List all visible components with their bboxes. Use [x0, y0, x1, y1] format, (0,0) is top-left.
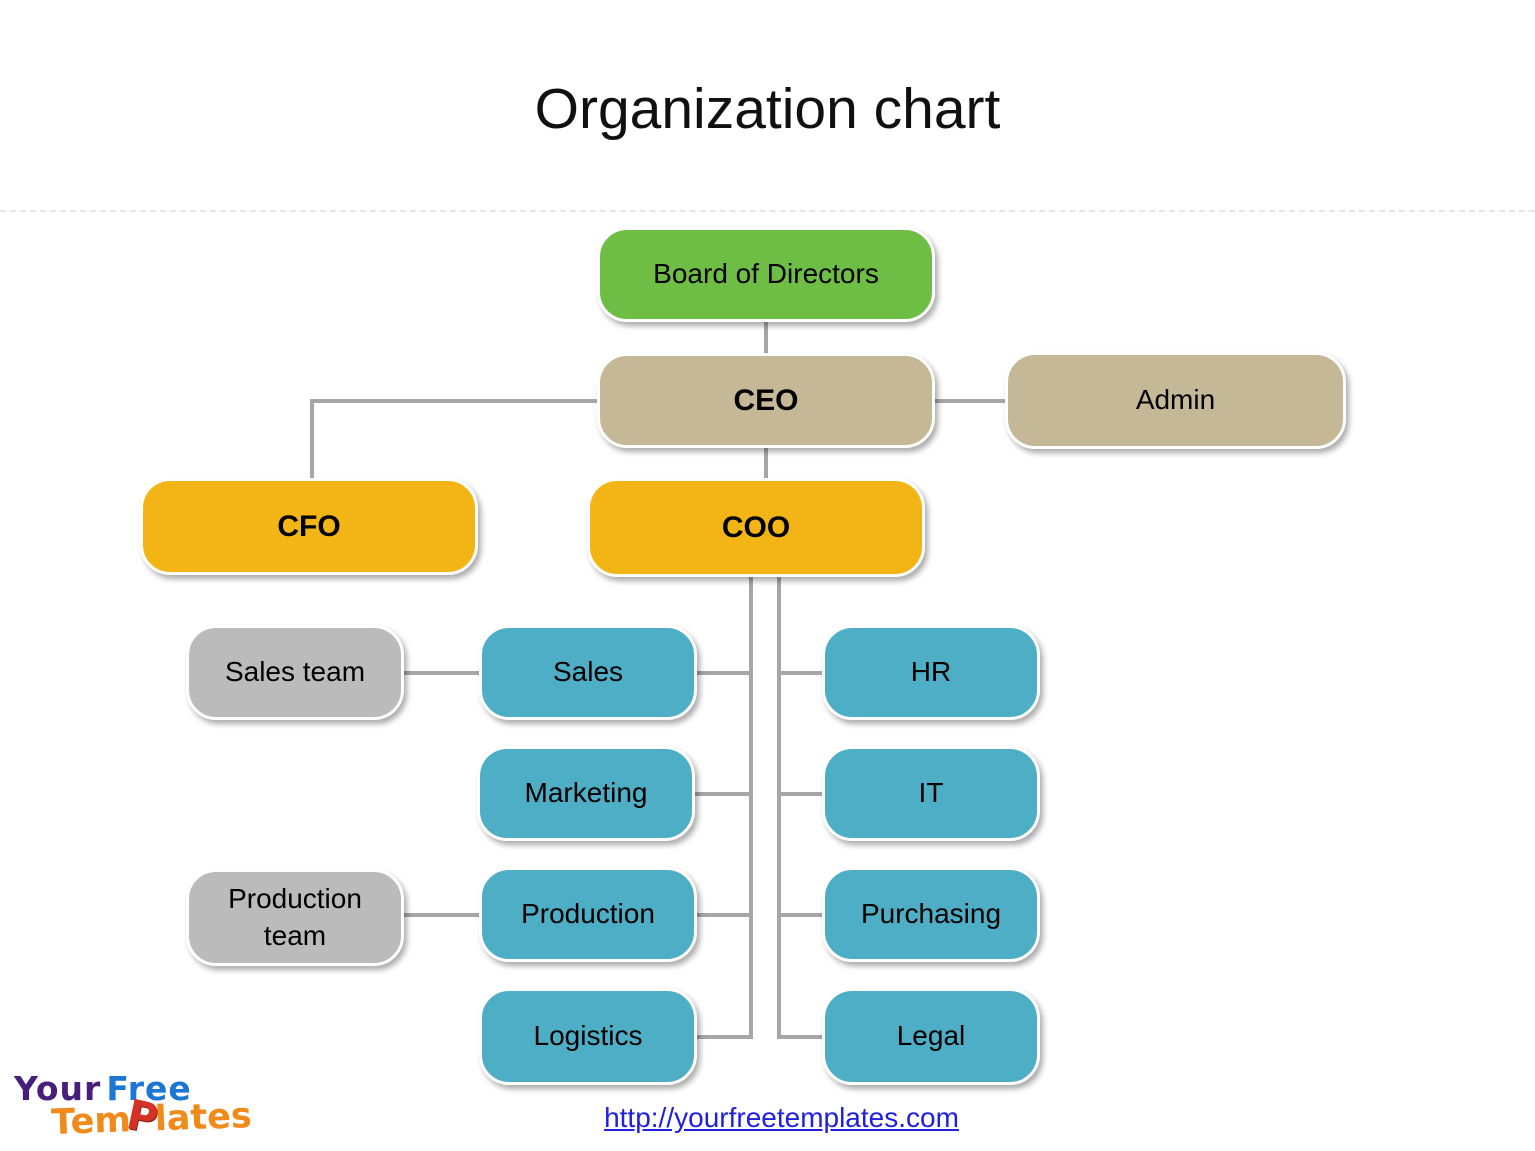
connector-trunk-to-production [697, 913, 749, 917]
node-label: COO [721, 511, 791, 544]
node-production-team: Production team [186, 869, 404, 966]
node-marketing: Marketing [477, 746, 695, 841]
node-label: Admin [1135, 384, 1216, 416]
node-board-of-directors: Board of Directors [597, 227, 935, 322]
page-title: Organization chart [534, 77, 1001, 141]
node-label: Purchasing [860, 898, 1002, 930]
node-hr: HR [822, 625, 1040, 720]
connector-trunk-to-marketing [695, 792, 749, 796]
connector-trunk-to-logistics [697, 1035, 749, 1039]
node-label: Board of Directors [653, 258, 879, 290]
node-coo: COO [587, 478, 925, 577]
footer-link-container: http://yourfreetemplates.com [0, 1102, 1535, 1134]
connector-ceo-to-cfo-vertical [310, 399, 314, 478]
node-purchasing: Purchasing [822, 867, 1040, 962]
node-logistics: Logistics [479, 988, 697, 1085]
node-label: Marketing [524, 777, 648, 809]
connector-productionteam-to-production [404, 913, 479, 917]
connector-trunk-to-legal [781, 1035, 822, 1039]
node-label: Logistics [533, 1020, 643, 1052]
node-ceo: CEO [597, 353, 935, 448]
node-sales-team: Sales team [186, 625, 404, 720]
node-admin: Admin [1005, 352, 1346, 449]
node-label: Sales team [224, 656, 366, 688]
connector-coo-right-trunk [777, 577, 781, 1039]
connector-ceo-to-coo [764, 448, 768, 478]
connector-trunk-to-purchasing [781, 913, 822, 917]
connector-trunk-to-it [781, 792, 822, 796]
node-label: IT [918, 777, 944, 809]
connector-trunk-to-sales [697, 671, 749, 675]
connector-trunk-to-hr [781, 671, 822, 675]
connector-board-to-ceo [764, 322, 768, 353]
connector-salesteam-to-sales [404, 671, 479, 675]
node-production: Production [479, 867, 697, 962]
node-cfo: CFO [140, 478, 478, 575]
connector-ceo-to-admin [935, 399, 1005, 403]
node-it: IT [822, 746, 1040, 841]
connector-ceo-to-cfo-horizontal [310, 399, 597, 403]
node-legal: Legal [822, 988, 1040, 1085]
node-label: Sales [552, 656, 624, 688]
node-label: HR [910, 656, 952, 688]
website-link[interactable]: http://yourfreetemplates.com [604, 1102, 959, 1133]
node-label: Production team [228, 883, 362, 951]
node-label: CFO [277, 510, 341, 543]
header-divider-line [0, 210, 1535, 212]
logo-word-your: Your [14, 1069, 102, 1108]
node-label: Legal [896, 1020, 966, 1052]
node-label: Production [521, 898, 655, 930]
node-label: CEO [733, 384, 799, 417]
node-sales: Sales [479, 625, 697, 720]
connector-coo-left-trunk [749, 577, 753, 1039]
logo-word-free: Free [106, 1069, 192, 1108]
